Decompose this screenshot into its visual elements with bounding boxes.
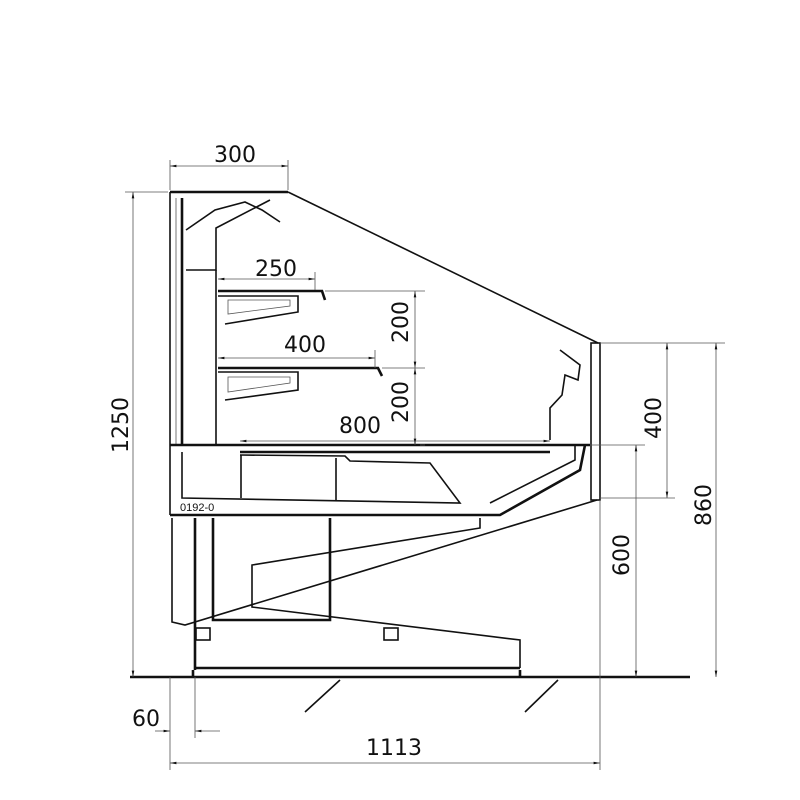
case-body: 0192-0 bbox=[169, 190, 601, 677]
base-tray bbox=[170, 444, 587, 517]
dim-deck-height: 600 bbox=[610, 534, 635, 576]
part-code: 0192-0 bbox=[180, 502, 214, 514]
upper-shelf bbox=[218, 289, 327, 325]
dim-total-depth: 1113 bbox=[366, 736, 422, 761]
tank bbox=[181, 452, 462, 504]
front-rail bbox=[549, 349, 581, 440]
dimensions: 300 1250 250 400 200 200 800 400 860 600… bbox=[109, 143, 725, 770]
front-glass bbox=[590, 342, 601, 501]
dim-shelf-spacing-lower: 200 bbox=[389, 381, 414, 423]
dim-shelf-spacing-upper: 200 bbox=[389, 301, 414, 343]
bracket bbox=[251, 518, 521, 668]
dim-upper-shelf: 250 bbox=[255, 257, 297, 282]
lower-panel bbox=[171, 499, 598, 626]
dim-foot-offset: 60 bbox=[132, 707, 160, 732]
machine-compartment bbox=[193, 518, 332, 670]
dim-lower-shelf: 400 bbox=[284, 333, 326, 358]
floor-hatch bbox=[304, 679, 559, 713]
side-glass-edge bbox=[287, 191, 599, 344]
dim-front-height: 860 bbox=[692, 484, 717, 526]
canopy-light bbox=[185, 199, 281, 271]
dim-deck-depth: 800 bbox=[339, 414, 381, 439]
dim-total-height: 1250 bbox=[109, 397, 134, 453]
dim-canopy-depth: 300 bbox=[214, 143, 256, 168]
dim-front-glass-height: 400 bbox=[642, 397, 667, 439]
lower-shelf bbox=[218, 366, 384, 401]
